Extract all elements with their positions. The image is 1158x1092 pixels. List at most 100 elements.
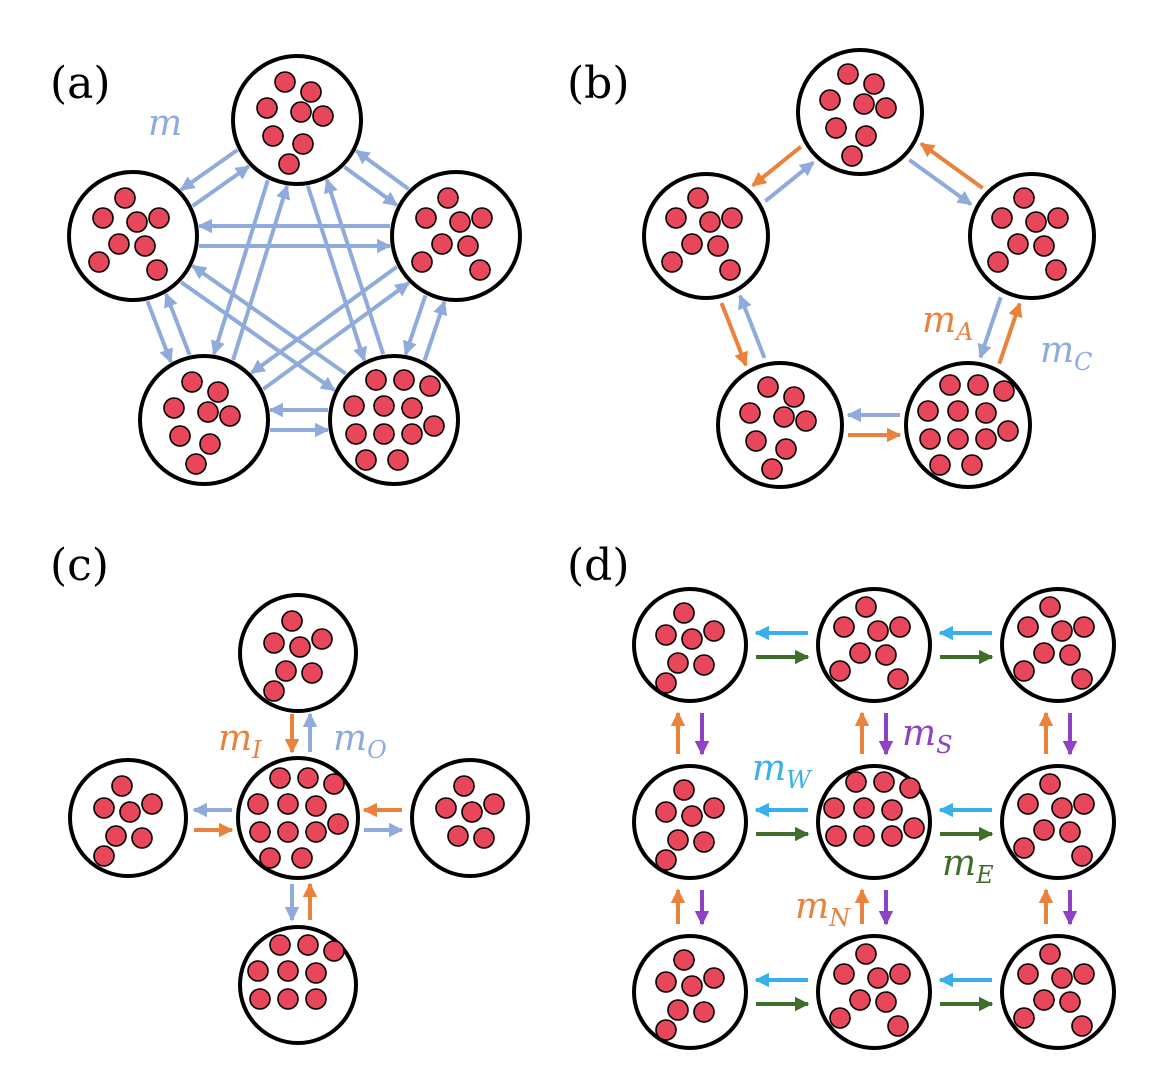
individual-dot: [739, 402, 761, 424]
deme: [816, 934, 932, 1050]
individual-dot: [1051, 967, 1073, 989]
individual-dot: [775, 438, 797, 460]
deme: [632, 587, 748, 703]
individual-dot: [655, 801, 677, 823]
individual-dot: [667, 652, 689, 674]
demes-d: [632, 587, 1116, 1050]
individual-dot: [703, 967, 725, 989]
individual-dot: [929, 454, 951, 476]
individual-dot: [1071, 668, 1093, 690]
individual-dot: [947, 428, 969, 450]
individual-dot: [773, 406, 795, 428]
individual-dot: [323, 773, 345, 795]
migration-arrow: [919, 142, 984, 190]
individual-dot: [297, 934, 319, 956]
individual-dot: [1059, 991, 1081, 1013]
individual-dot: [312, 105, 334, 127]
individual-dot: [126, 211, 148, 233]
individual-dot: [665, 207, 687, 229]
individual-dot: [863, 73, 885, 95]
individual-dot: [471, 207, 493, 229]
individual-dot: [703, 620, 725, 642]
individual-dot: [661, 251, 683, 273]
deme: [138, 354, 270, 486]
rate-label-me: mE: [942, 843, 994, 889]
individual-dot: [373, 423, 395, 445]
individual-dot: [693, 1001, 715, 1023]
panel-label-c: (c): [50, 540, 109, 591]
individual-dot: [305, 988, 327, 1010]
migration-arrow: [422, 300, 448, 362]
deme: [238, 925, 358, 1045]
migration-arrow: [305, 185, 368, 362]
individual-dot: [939, 374, 961, 396]
migration-arrow: [343, 165, 398, 207]
deme: [1000, 764, 1116, 880]
individual-dot: [311, 628, 333, 650]
individual-dot: [1059, 644, 1081, 666]
migration-arrow: [997, 302, 1023, 365]
individual-dot: [889, 616, 911, 638]
individual-dot: [169, 425, 191, 447]
individual-dot: [141, 793, 163, 815]
individual-dot: [853, 93, 875, 115]
migration-arrow: [323, 178, 386, 355]
deme: [68, 758, 188, 878]
individual-dot: [761, 458, 783, 480]
rate-label-mo: mO: [333, 718, 387, 764]
individual-dot: [269, 767, 291, 789]
individual-dot: [825, 117, 847, 139]
individual-dot: [249, 821, 271, 843]
panel-d: (d) mW mS mE mN: [567, 540, 1116, 1050]
migration-arrow: [180, 280, 336, 392]
individual-dot: [291, 847, 313, 869]
migration-arrows-c: [192, 712, 404, 922]
individual-dot: [163, 397, 185, 419]
individual-dot: [829, 1007, 851, 1029]
individual-dot: [875, 991, 897, 1013]
individual-dot: [301, 662, 323, 684]
individual-dot: [278, 153, 300, 175]
panel-c: (c) mI mO: [50, 540, 530, 1045]
individual-dot: [323, 940, 345, 962]
individual-dot: [114, 187, 136, 209]
rate-label-mn: mN: [795, 886, 851, 932]
individual-dot: [899, 777, 921, 799]
individual-dot: [849, 989, 871, 1011]
individual-dot: [197, 401, 219, 423]
individual-dot: [673, 949, 695, 971]
individual-dot: [849, 642, 871, 664]
individual-dot: [1071, 1015, 1093, 1037]
panel-label-a: (a): [50, 58, 111, 109]
individual-dot: [829, 660, 851, 682]
individual-dot: [667, 829, 689, 851]
individual-dot: [134, 235, 156, 257]
migration-arrow: [210, 179, 270, 356]
individual-dot: [855, 596, 877, 618]
individual-dot: [681, 628, 703, 650]
individual-dot: [411, 251, 433, 273]
individual-dot: [875, 644, 897, 666]
individual-dot: [855, 943, 877, 965]
demes-c: [68, 593, 530, 1045]
individual-dot: [415, 207, 437, 229]
individual-dot: [655, 624, 677, 646]
rate-label-mi: mI: [218, 718, 262, 764]
individual-dot: [292, 133, 314, 155]
individual-dot: [277, 793, 299, 815]
individual-dot: [655, 1019, 677, 1041]
individual-dot: [1033, 819, 1055, 841]
deme: [236, 756, 360, 880]
individual-dot: [274, 71, 296, 93]
migration-arrow: [355, 149, 410, 191]
individual-dot: [745, 430, 767, 452]
migration-arrow: [231, 184, 291, 361]
individual-dot: [903, 817, 925, 839]
individual-dot: [401, 423, 423, 445]
individual-dot: [449, 211, 471, 233]
individual-dot: [247, 793, 269, 815]
individual-dot: [795, 410, 817, 432]
individual-dot: [1047, 207, 1069, 229]
individual-dot: [673, 779, 695, 801]
